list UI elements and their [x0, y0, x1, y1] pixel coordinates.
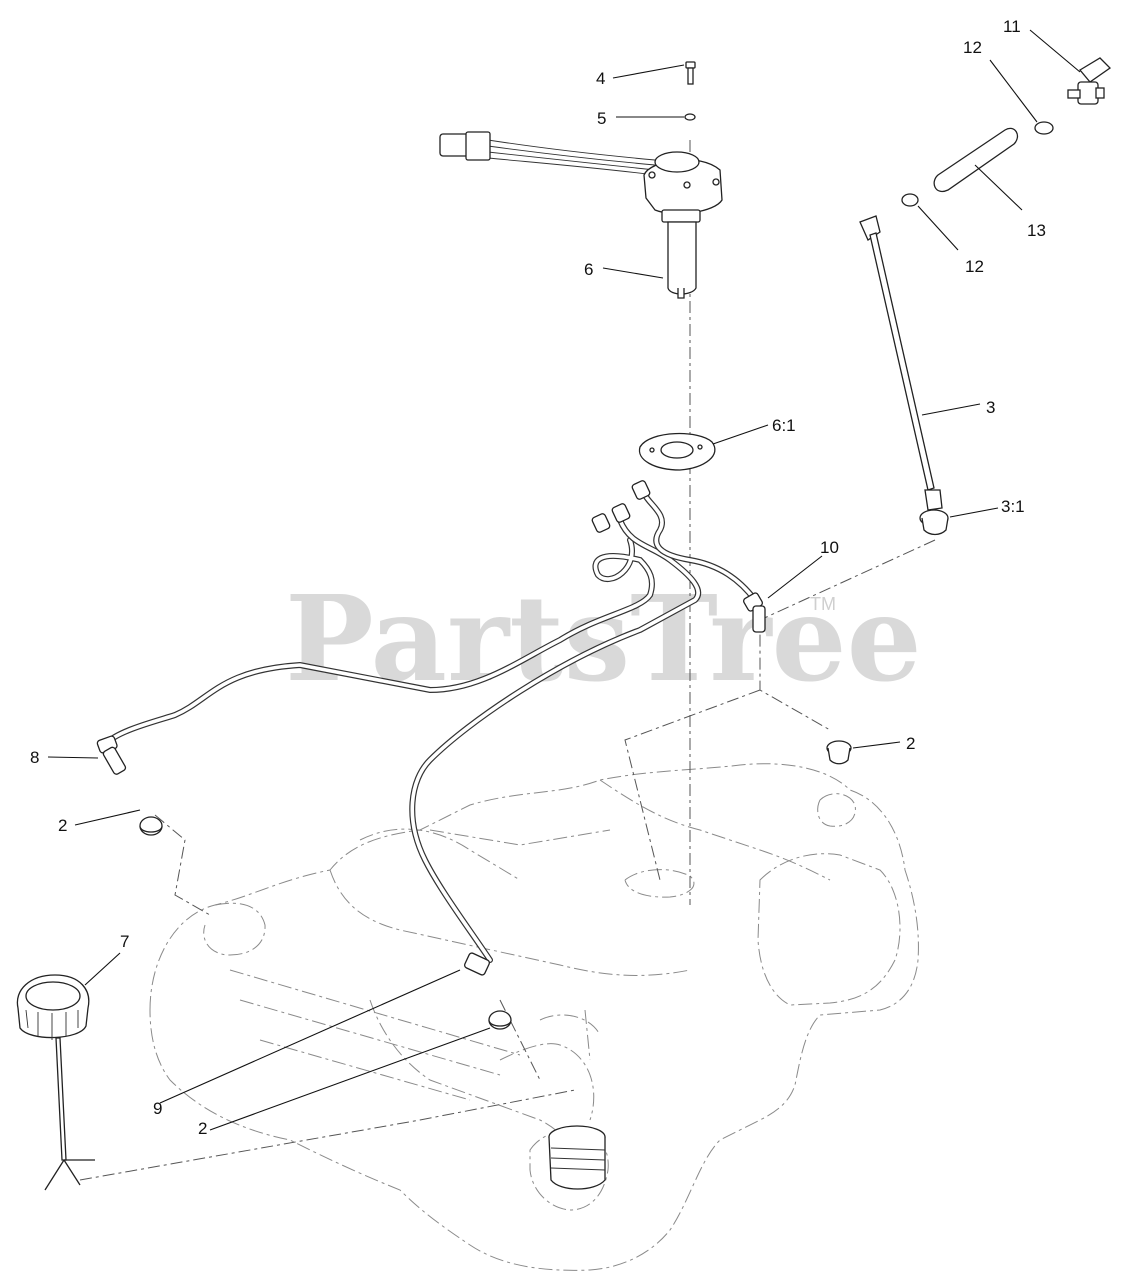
part-grommet-pickup	[919, 509, 949, 536]
callout-2-center: 2	[198, 1119, 207, 1138]
part-grommet-center	[488, 1010, 512, 1030]
callout-8: 8	[30, 748, 39, 767]
part-gasket	[638, 432, 716, 471]
callout-3: 3	[986, 398, 995, 417]
fuel-lines	[105, 480, 758, 963]
part-fuel-cap	[16, 974, 95, 1191]
callout-10: 10	[820, 538, 839, 557]
callout-7: 7	[120, 932, 129, 951]
part-washer	[684, 113, 696, 121]
part-grommet-right	[826, 740, 852, 765]
part-hose-clamp-upper	[1034, 121, 1054, 135]
watermark-trademark: TM	[810, 594, 836, 614]
part-hose-clamp-lower	[901, 193, 919, 207]
callout-13: 13	[1027, 221, 1046, 240]
callout-9: 9	[153, 1099, 162, 1118]
callout-12-lower: 12	[965, 257, 984, 276]
assembly-lines	[79, 140, 936, 1181]
callout-12-upper: 12	[963, 38, 982, 57]
leader-lines	[47, 29, 1081, 1131]
fuel-tank	[149, 763, 919, 1271]
callout-4: 4	[596, 69, 605, 88]
callout-6-1: 6:1	[772, 416, 796, 435]
callout-labels: 4 5 6 6:1 11 12 12 13 3 3:1 10 2 8 2 7 9…	[30, 17, 1046, 1138]
part-shutoff-valve	[1067, 57, 1112, 105]
callout-2-left: 2	[58, 816, 67, 835]
part-grommet-left	[139, 816, 163, 836]
callout-11: 11	[1003, 17, 1021, 36]
part-fuel-hose	[933, 127, 1019, 193]
part-pickup-tube	[859, 215, 943, 511]
part-fitting-center	[463, 952, 491, 976]
part-fuel-sender	[439, 131, 723, 299]
callout-3-1: 3:1	[1001, 497, 1025, 516]
callout-6: 6	[584, 260, 593, 279]
callout-5: 5	[597, 109, 606, 128]
part-elbow-fitting-left	[96, 735, 127, 775]
part-screw	[685, 61, 696, 85]
callout-2-right: 2	[906, 734, 915, 753]
tank-filler-neck	[548, 1125, 606, 1190]
part-elbow-fitting-right	[743, 592, 766, 633]
